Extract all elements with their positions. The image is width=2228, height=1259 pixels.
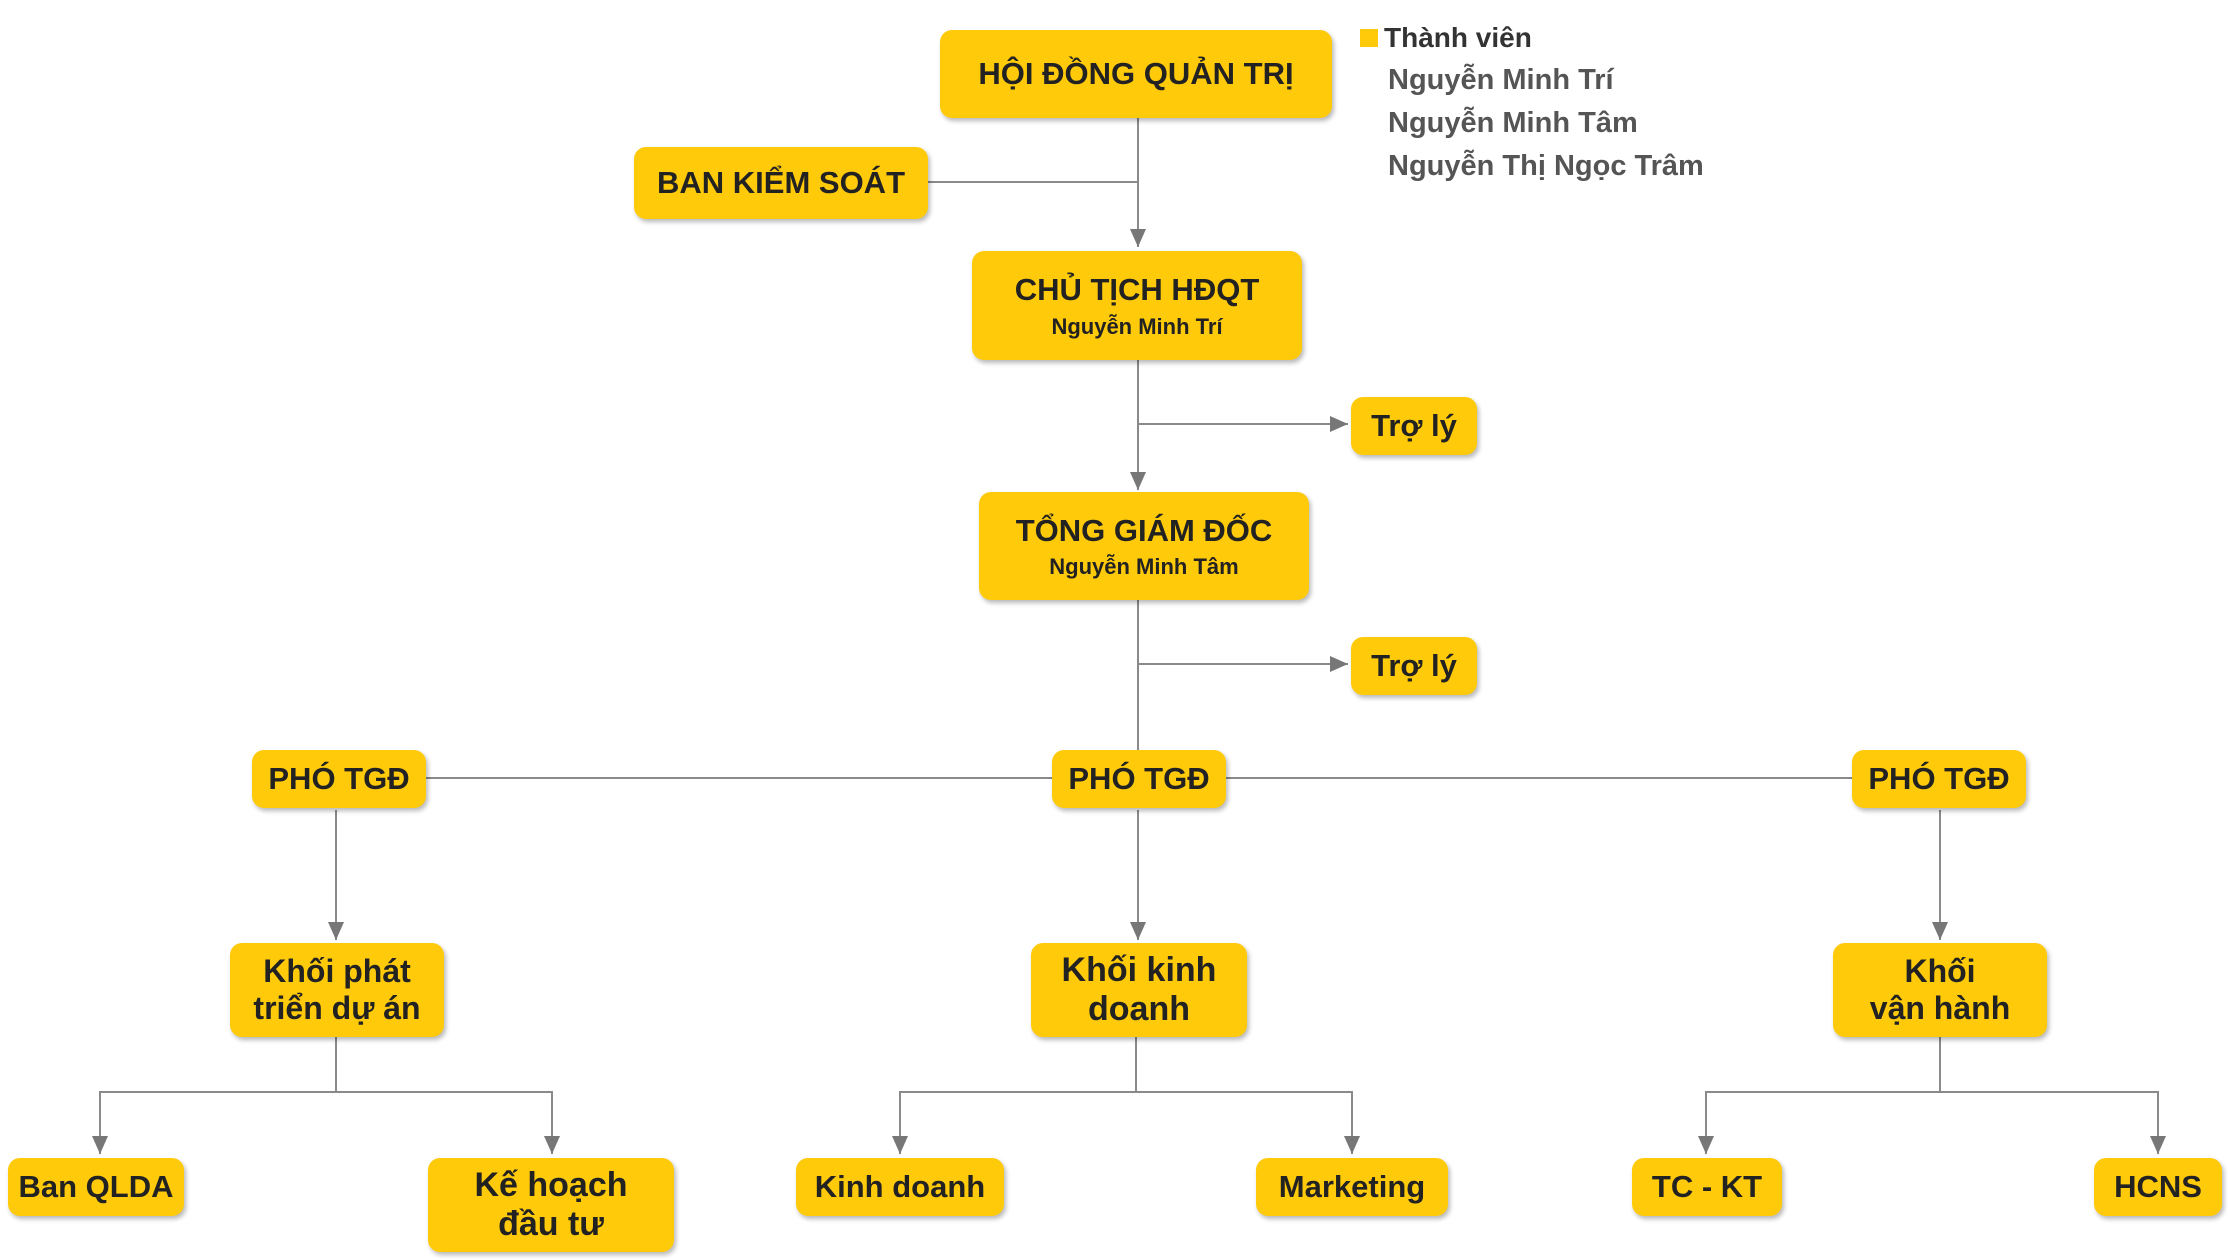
chairman-title: CHỦ TỊCH HĐQT <box>1014 272 1260 308</box>
department-label: HCNS <box>2114 1169 2202 1205</box>
deputy-box-2: PHÓ TGĐ <box>1052 750 1226 808</box>
ceo-box: TỔNG GIÁM ĐỐC Nguyễn Minh Tâm <box>979 492 1309 600</box>
ceo-title: TỔNG GIÁM ĐỐC <box>1015 512 1273 548</box>
edge-division-1-departments <box>92 1037 337 1154</box>
edge-division-3-departments <box>1698 1037 1941 1154</box>
chairman-name: Nguyễn Minh Trí <box>1051 313 1223 339</box>
assistant-2-box: Trợ lý <box>1351 637 1477 695</box>
division-1-line-1: Khối phát <box>263 953 411 990</box>
department-label-line-1: Kế hoạch <box>474 1165 628 1204</box>
division-box-3: Khối vận hành <box>1833 943 2047 1037</box>
division-3-line-1: Khối <box>1904 953 1976 990</box>
department-box-kinh-doanh: Kinh doanh <box>796 1158 1004 1216</box>
division-1-line-2: triển dự án <box>253 990 421 1026</box>
division-3-line-2: vận hành <box>1869 990 2011 1026</box>
ceo-name: Nguyễn Minh Tâm <box>1049 554 1239 580</box>
deputy-box-1: PHÓ TGĐ <box>252 750 426 808</box>
department-box-ban-qlda: Ban QLDA <box>8 1158 184 1216</box>
board-title: HỘI ĐỒNG QUẢN TRỊ <box>978 56 1294 92</box>
department-box-marketing: Marketing <box>1256 1158 1448 1216</box>
board-box: HỘI ĐỒNG QUẢN TRỊ <box>940 30 1332 118</box>
department-box-tc-kt: TC - KT <box>1632 1158 1782 1216</box>
deputy-title: PHÓ TGĐ <box>268 761 410 797</box>
department-label: Ban QLDA <box>18 1169 174 1205</box>
chairman-box: CHỦ TỊCH HĐQT Nguyễn Minh Trí <box>972 251 1302 360</box>
division-box-1: Khối phát triển dự án <box>230 943 444 1037</box>
supervisory-title: BAN KIỂM SOÁT <box>657 165 905 201</box>
department-box-hcns: HCNS <box>2094 1158 2222 1216</box>
department-label: Marketing <box>1278 1169 1426 1205</box>
edge-division-1-plan <box>336 1091 560 1154</box>
assistant-1-title: Trợ lý <box>1371 408 1457 444</box>
legend-square-icon <box>1360 29 1378 47</box>
department-box-ke-hoach-dau-tu: Kế hoạch đầu tư <box>428 1158 674 1252</box>
department-label: TC - KT <box>1651 1169 1763 1205</box>
division-2-line-1: Khối kinh <box>1061 950 1217 989</box>
division-box-2: Khối kinh doanh <box>1031 943 1247 1037</box>
edge-division-2-marketing <box>1136 1091 1360 1154</box>
legend-heading: Thành viên <box>1360 22 1704 54</box>
assistant-2-title: Trợ lý <box>1371 648 1457 684</box>
legend-member: Nguyễn Minh Tâm <box>1388 107 1638 139</box>
legend-member: Nguyễn Thị Ngọc Trâm <box>1388 150 1704 182</box>
edge-division-2-departments <box>892 1037 1137 1154</box>
legend-heading-text: Thành viên <box>1384 22 1532 53</box>
department-label: Kinh doanh <box>814 1169 986 1205</box>
division-2-line-2: doanh <box>1088 990 1190 1028</box>
supervisory-box: BAN KIỂM SOÁT <box>634 147 928 219</box>
department-label-line-2: đầu tư <box>498 1205 604 1243</box>
edge-division-3-hcns <box>1940 1091 2166 1154</box>
deputy-box-3: PHÓ TGĐ <box>1852 750 2026 808</box>
deputy-title: PHÓ TGĐ <box>1068 761 1210 797</box>
assistant-1-box: Trợ lý <box>1351 397 1477 455</box>
legend-member: Nguyễn Minh Trí <box>1388 64 1614 96</box>
member-legend: Thành viên Nguyễn Minh Trí Nguyễn Minh T… <box>1360 22 1704 183</box>
deputy-title: PHÓ TGĐ <box>1868 761 2010 797</box>
